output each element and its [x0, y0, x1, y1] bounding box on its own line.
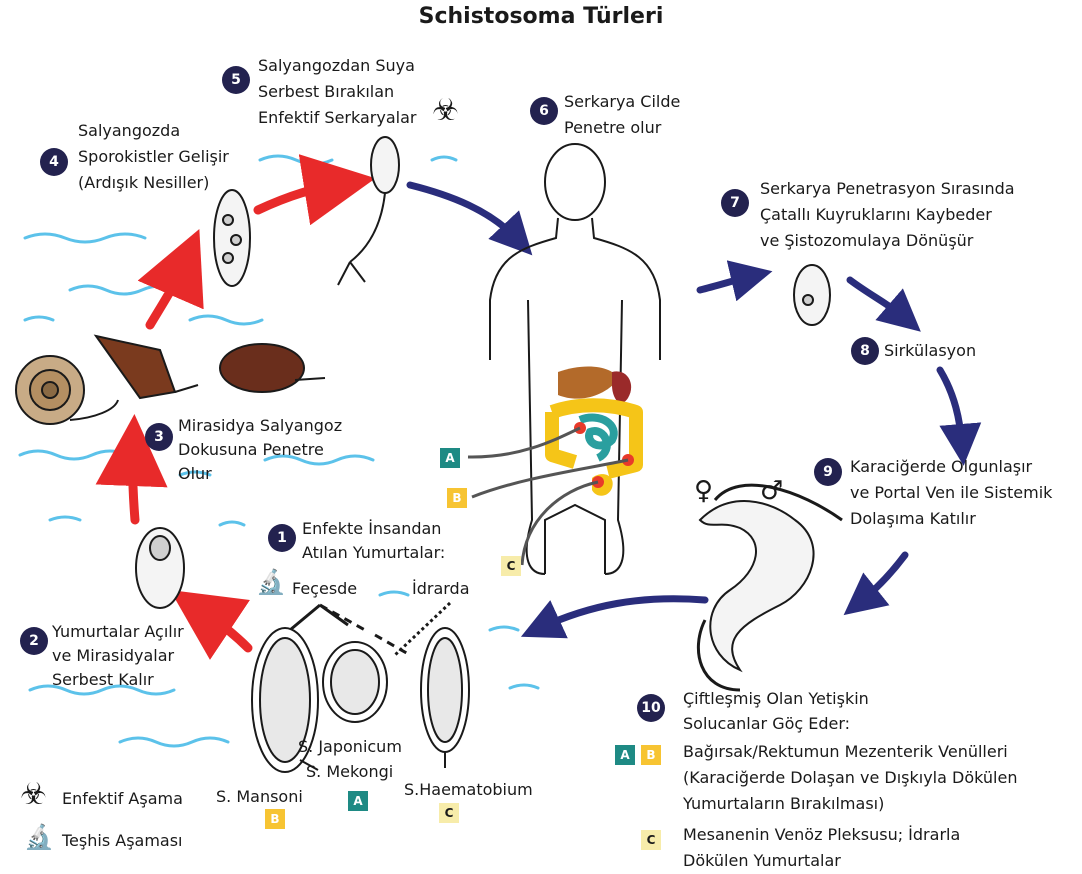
- miracidium: [136, 528, 184, 608]
- female-symbol: ♀: [694, 478, 713, 504]
- step-4-line-1: Salyangozda: [78, 119, 180, 142]
- step-3-number: 3: [145, 423, 173, 451]
- species-haematobium: S.Haematobium: [404, 778, 533, 801]
- step-5-line-1: Salyangozdan Suya: [258, 54, 415, 77]
- step-5-line-3: Enfektif Serkaryalar: [258, 106, 416, 129]
- human-body: [490, 144, 660, 574]
- species-japonicum: S. Japonicum: [298, 735, 402, 758]
- organ-badge-a: A: [440, 448, 460, 468]
- step-10-line-7: Dökülen Yumurtalar: [683, 849, 841, 872]
- species-badge-c: C: [439, 803, 459, 823]
- step-6-line-2: Penetre olur: [564, 116, 661, 139]
- step-3-line-1: Mirasidya Salyangoz: [178, 414, 342, 437]
- step-2-line-2: ve Mirasidyalar: [52, 644, 174, 667]
- step-5-number: 5: [222, 66, 250, 94]
- species-mansoni: S. Mansoni: [216, 785, 303, 808]
- schistosomulum: [794, 265, 830, 325]
- step-8-line-1: Sirkülasyon: [884, 339, 976, 362]
- legend-biohazard-icon: ☣: [20, 780, 47, 810]
- cercaria: [338, 137, 399, 285]
- step-10-line-5: Yumurtaların Bırakılması): [683, 792, 884, 815]
- species-badge-a: A: [348, 791, 368, 811]
- step-7-line-2: Çatallı Kuyruklarını Kaybeder: [760, 203, 992, 226]
- step-5-line-2: Serbest Bırakılan: [258, 80, 394, 103]
- step-2-line-1: Yumurtalar Açılır: [52, 620, 184, 643]
- step-9-number: 9: [814, 458, 842, 486]
- step-6-number: 6: [530, 97, 558, 125]
- label-fecesde: Feçesde: [292, 577, 357, 600]
- step-10-line-3: Bağırsak/Rektumun Mezenterik Venülleri: [683, 740, 1008, 763]
- organ-badge-b: B: [447, 488, 467, 508]
- snails: [16, 336, 325, 424]
- species-badge-b: B: [265, 809, 285, 829]
- biohazard-icon: ☣: [432, 96, 459, 126]
- step-7-line-1: Serkarya Penetrasyon Sırasında: [760, 177, 1015, 200]
- sporocyst: [214, 190, 250, 286]
- step-10-number: 10: [637, 694, 665, 722]
- step-1-line-1: Enfekte İnsandan: [302, 517, 441, 540]
- page-title: Schistosoma Türleri: [0, 4, 1082, 29]
- legend-diagnostic: Teşhis Aşaması: [62, 829, 183, 852]
- legend-microscope-icon: 🔬: [24, 825, 54, 849]
- step-4-line-2: Sporokistler Gelişir: [78, 145, 229, 168]
- step-1-line-2: Atılan Yumurtalar:: [302, 541, 445, 564]
- step-10-line-1: Çiftleşmiş Olan Yetişkin: [683, 687, 869, 710]
- step-9-line-3: Dolaşıma Katılır: [850, 507, 976, 530]
- step-4-number: 4: [40, 148, 68, 176]
- microscope-icon: 🔬: [256, 570, 286, 594]
- step-10-line-6: Mesanenin Venöz Pleksusu; İdrarla: [683, 823, 960, 846]
- step-7-line-3: ve Şistozomulaya Dönüşür: [760, 229, 973, 252]
- step-3-line-2: Dokusuna Penetre: [178, 438, 324, 461]
- organ-badge-c: C: [501, 556, 521, 576]
- step-4-line-3: (Ardışık Nesiller): [78, 171, 209, 194]
- badge-b: B: [641, 745, 661, 765]
- male-symbol: ♂: [760, 478, 783, 504]
- step-10-line-4: (Karaciğerde Dolaşan ve Dışkıyla Dökülen: [683, 766, 1017, 789]
- organs: [552, 366, 636, 495]
- step-7-number: 7: [721, 189, 749, 217]
- step-9-line-1: Karaciğerde Olgunlaşır: [850, 455, 1032, 478]
- badge-c: C: [641, 830, 661, 850]
- label-idrarda: İdrarda: [412, 577, 470, 600]
- badge-a: A: [615, 745, 635, 765]
- step-3-line-3: Olur: [178, 462, 212, 485]
- adult-worms: [698, 485, 842, 690]
- species-mekongi: S. Mekongi: [306, 760, 393, 783]
- step-1-number: 1: [268, 524, 296, 552]
- step-2-number: 2: [20, 627, 48, 655]
- step-2-line-3: Serbest Kalır: [52, 668, 154, 691]
- step-9-line-2: ve Portal Ven ile Sistemik: [850, 481, 1052, 504]
- step-8-number: 8: [851, 337, 879, 365]
- legend-infective: Enfektif Aşama: [62, 787, 183, 810]
- step-6-line-1: Serkarya Cilde: [564, 90, 680, 113]
- step-10-line-2: Solucanlar Göç Eder:: [683, 712, 850, 735]
